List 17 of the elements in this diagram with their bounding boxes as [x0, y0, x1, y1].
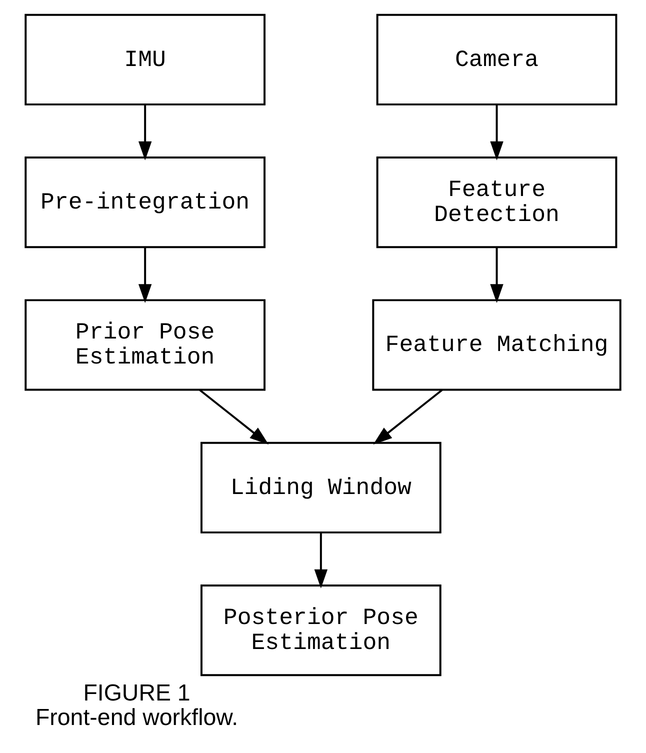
- node-box: IMU: [24, 14, 266, 106]
- caption: Front-end workflow.: [35, 704, 238, 730]
- arrow: [490, 247, 504, 304]
- node-box: Feature Detection: [376, 156, 618, 248]
- arrow: [138, 247, 152, 304]
- arrow: [373, 389, 443, 445]
- node-box: Pre-integration: [24, 156, 266, 248]
- node-box: Camera: [376, 14, 618, 106]
- node-box: Posterior Pose Estimation: [200, 584, 442, 676]
- node-box: Prior Pose Estimation: [24, 299, 266, 391]
- node-box: Feature Matching: [372, 299, 622, 391]
- node-box: Liding Window: [200, 442, 442, 534]
- diagram-title: FIGURE 1: [83, 679, 190, 706]
- arrow: [490, 104, 504, 160]
- arrow: [199, 389, 269, 445]
- arrow: [138, 104, 152, 160]
- arrow: [314, 532, 328, 588]
